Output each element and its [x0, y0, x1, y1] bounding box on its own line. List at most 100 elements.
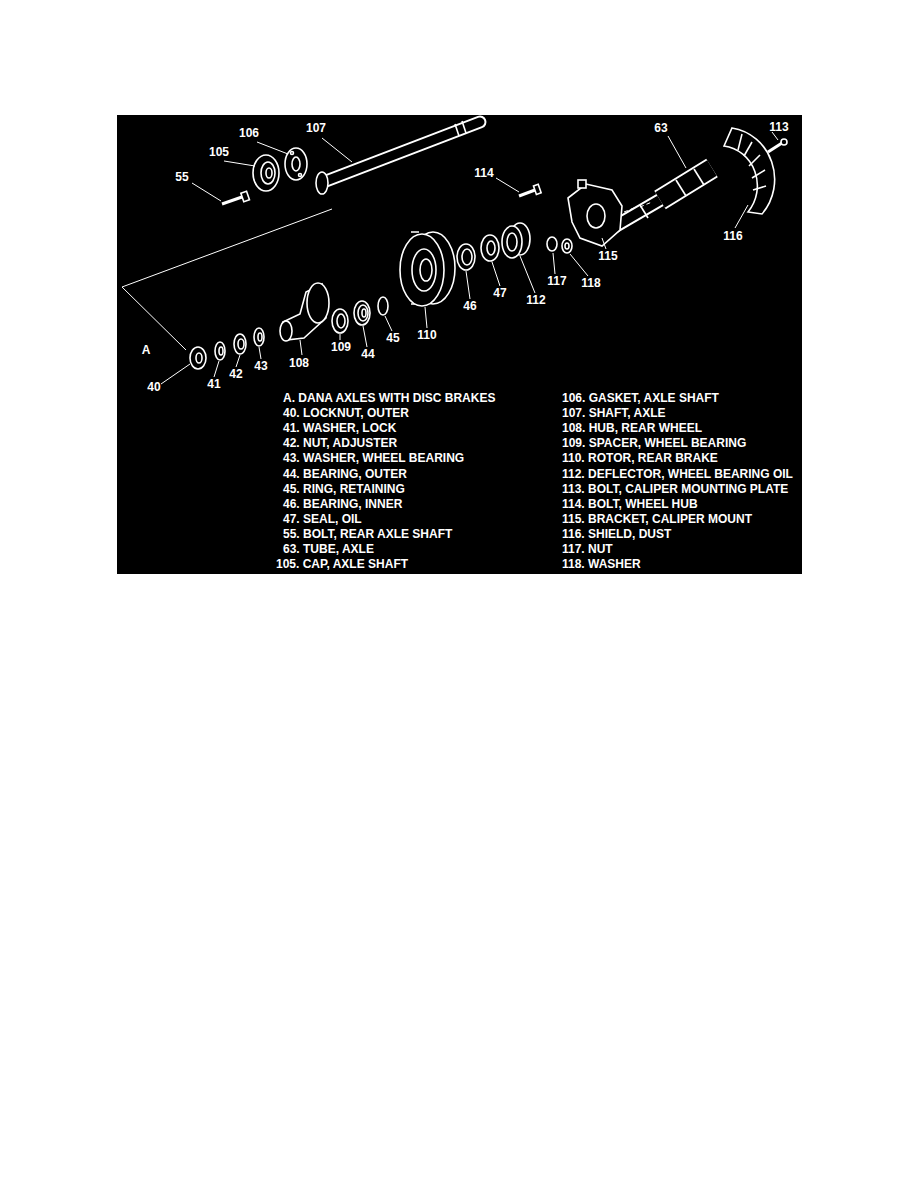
washer	[565, 243, 569, 249]
axle-cap	[261, 162, 275, 184]
axle-cap	[253, 155, 279, 191]
leader-line	[300, 340, 302, 355]
nut	[547, 237, 557, 251]
bolt	[519, 190, 535, 196]
bearing	[354, 301, 370, 325]
leader-line	[257, 142, 288, 154]
leader-line	[492, 262, 500, 286]
callout-number: 108	[289, 357, 309, 371]
leader-line	[161, 364, 190, 384]
legend-entry: 63. TUBE, AXLE	[283, 543, 374, 557]
legend-entry: 44. BEARING, OUTER	[283, 468, 407, 482]
bolt	[241, 191, 250, 201]
hub	[307, 283, 329, 323]
leader-line	[122, 132, 778, 384]
leader-line	[192, 183, 221, 201]
callout-number: 55	[175, 171, 188, 185]
leader-line	[363, 326, 367, 347]
callout-number: 118	[581, 277, 600, 291]
legend-entry: 117. NUT	[562, 543, 613, 557]
leader-line	[735, 205, 748, 228]
hub	[280, 283, 329, 341]
caliper-bracket	[568, 184, 622, 246]
leader-line	[496, 178, 519, 192]
legend-entry: 42. NUT, ADJUSTER	[283, 437, 397, 451]
axle-tube	[660, 168, 712, 200]
leader-line	[553, 253, 555, 274]
dust-shield	[724, 128, 775, 214]
leader-line	[322, 138, 352, 162]
callout-number: 106	[239, 127, 259, 141]
legend-entry: 110. ROTOR, REAR BRAKE	[562, 452, 718, 466]
bearing	[457, 244, 475, 270]
washer	[254, 328, 264, 346]
leader-line	[466, 271, 470, 299]
leader-line	[668, 136, 686, 168]
legend-entry: 46. BEARING, INNER	[283, 498, 402, 512]
axle-shaft	[326, 122, 480, 181]
axle-shaft	[316, 121, 480, 194]
leader-line	[570, 254, 588, 276]
legend-entry: 43. WASHER, WHEEL BEARING	[283, 452, 464, 466]
legend-entry: 105. CAP, AXLE SHAFT	[276, 558, 408, 572]
gasket	[285, 148, 307, 180]
axle-tube	[660, 168, 712, 200]
legend-entry: A. DANA AXLES WITH DISC BRAKES	[283, 392, 495, 406]
bearing	[354, 301, 370, 325]
center-line	[624, 208, 634, 212]
caliper-bracket	[587, 204, 605, 228]
nut	[238, 339, 244, 349]
washer	[562, 239, 572, 253]
retaining-ring	[378, 297, 388, 315]
legend-entry: 107. SHAFT, AXLE	[562, 407, 666, 421]
callout-number: 115	[598, 250, 617, 264]
rotor	[400, 232, 455, 306]
legend-entry: 47. SEAL, OIL	[283, 513, 362, 527]
axle-shaft	[455, 124, 459, 136]
washer	[219, 347, 223, 355]
locknut	[190, 347, 206, 369]
leader-line	[385, 316, 392, 331]
spacer	[332, 309, 348, 333]
axle-cap	[253, 155, 279, 191]
callout-number: 107	[306, 122, 326, 136]
bolt	[222, 197, 242, 204]
nut	[547, 237, 557, 251]
axle-part	[190, 121, 787, 369]
legend-entry: 55. BOLT, REAR AXLE SHAFT	[283, 528, 452, 542]
rotor	[400, 234, 444, 306]
gasket	[292, 157, 300, 171]
legend-entry: 116. SHIELD, DUST	[562, 528, 671, 542]
center-line	[640, 202, 652, 207]
leader-line	[340, 334, 341, 340]
panel-ground	[117, 115, 802, 574]
rotor	[420, 259, 432, 281]
caliper-bracket	[578, 180, 586, 188]
legend-entry: 41. WASHER, LOCK	[283, 422, 396, 436]
leader-line	[224, 161, 255, 166]
locknut	[190, 347, 206, 369]
spacer	[337, 314, 345, 328]
axle-cap	[266, 168, 272, 178]
axle-shaft	[326, 122, 480, 181]
rotor	[412, 249, 436, 291]
dust-shield	[753, 186, 766, 190]
bolt	[519, 184, 541, 196]
bearing	[362, 309, 366, 317]
axle-tube	[694, 169, 704, 185]
legend-entry: 114. BOLT, WHEEL HUB	[562, 498, 698, 512]
legend-entry: 112. DEFLECTOR, WHEEL BEARING OIL	[562, 468, 793, 482]
gasket	[291, 152, 294, 155]
oil-seal	[487, 241, 495, 255]
nut	[234, 334, 246, 354]
dust-shield	[749, 155, 760, 166]
callout-number: 113	[769, 121, 788, 135]
callout-number: 105	[209, 146, 229, 160]
callout-number: 63	[654, 122, 667, 136]
axle-shaft	[316, 172, 328, 194]
oil-seal	[481, 235, 499, 261]
dust-shield	[752, 170, 765, 178]
caliper-bracket	[568, 180, 622, 246]
callout-number: 42	[229, 368, 242, 382]
callout-number: 44	[361, 348, 374, 362]
